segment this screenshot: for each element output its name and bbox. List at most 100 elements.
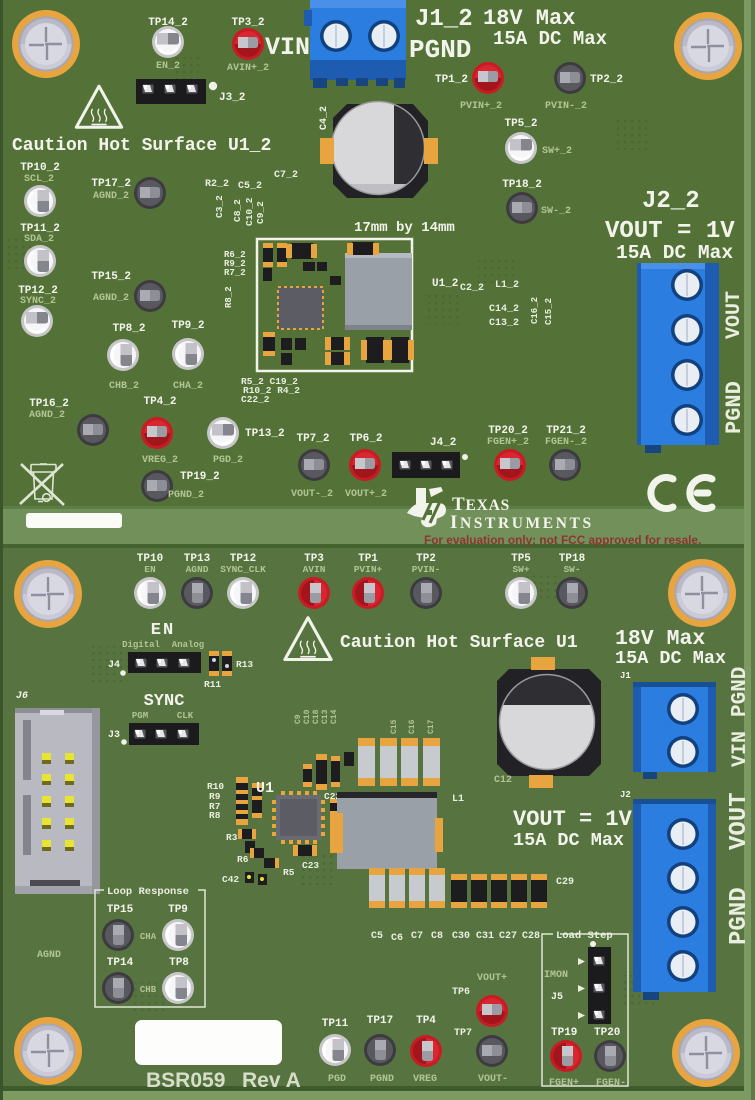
svg-text:PGD_2: PGD_2 — [213, 455, 243, 466]
svg-text:Caution Hot Surface U1_2: Caution Hot Surface U1_2 — [12, 136, 271, 156]
svg-text:TP2: TP2 — [416, 553, 436, 565]
svg-text:TP9: TP9 — [168, 904, 188, 916]
svg-text:AGND_2: AGND_2 — [29, 410, 65, 421]
svg-text:TP5_2: TP5_2 — [504, 118, 537, 130]
svg-text:C22_2: C22_2 — [241, 394, 270, 405]
svg-text:CHB_2: CHB_2 — [109, 381, 139, 392]
svg-text:IMON: IMON — [544, 970, 568, 981]
svg-text:CHA_2: CHA_2 — [173, 381, 203, 392]
svg-text:TP8_2: TP8_2 — [112, 323, 145, 335]
svg-text:J4: J4 — [108, 660, 120, 671]
svg-text:SYNC_2: SYNC_2 — [20, 296, 56, 307]
svg-text:SCL_2: SCL_2 — [24, 174, 54, 185]
svg-text:C8_2: C8_2 — [232, 199, 243, 222]
svg-text:TP15_2: TP15_2 — [91, 271, 131, 283]
svg-text:R8_2: R8_2 — [224, 286, 234, 308]
svg-text:R5_2 C19_2: R5_2 C19_2 — [241, 376, 298, 387]
svg-text:TP8: TP8 — [169, 957, 189, 969]
svg-text:FGEN+: FGEN+ — [549, 1078, 579, 1089]
svg-text:Caution Hot Surface U1: Caution Hot Surface U1 — [340, 633, 578, 653]
svg-text:TP14: TP14 — [107, 957, 134, 969]
svg-text:C10: C10 — [303, 709, 312, 724]
svg-text:VREG: VREG — [413, 1074, 437, 1085]
svg-text:CHB: CHB — [140, 985, 157, 995]
svg-text:J2_2: J2_2 — [642, 188, 700, 215]
svg-text:SDA_2: SDA_2 — [24, 234, 54, 245]
svg-text:15A DC Max: 15A DC Max — [493, 28, 607, 50]
svg-text:PGND: PGND — [726, 887, 753, 945]
svg-text:FGEN-_2: FGEN-_2 — [545, 437, 587, 448]
svg-text:EN: EN — [151, 621, 175, 640]
svg-text:PGM: PGM — [132, 711, 148, 721]
svg-text:C8: C8 — [431, 931, 443, 942]
svg-text:PGND: PGND — [409, 35, 471, 65]
svg-text:TP19: TP19 — [551, 1027, 577, 1039]
svg-text:15A DC Max: 15A DC Max — [513, 830, 624, 851]
svg-text:TP7: TP7 — [454, 1028, 472, 1039]
svg-text:J6: J6 — [16, 691, 28, 702]
svg-text:C18: C18 — [312, 709, 321, 724]
svg-text:AVIN+_2: AVIN+_2 — [227, 63, 269, 74]
svg-text:TP6: TP6 — [452, 987, 470, 998]
svg-text:TP12_2: TP12_2 — [18, 285, 58, 297]
svg-text:PGND: PGND — [370, 1074, 394, 1085]
svg-text:C22: C22 — [324, 791, 341, 802]
svg-text:TP13_2: TP13_2 — [245, 428, 285, 440]
svg-text:C17: C17 — [427, 719, 436, 734]
svg-text:Load Step: Load Step — [556, 930, 613, 942]
svg-text:C2_2: C2_2 — [460, 283, 484, 294]
svg-text:TP20: TP20 — [594, 1027, 620, 1039]
svg-text:C13: C13 — [321, 709, 330, 724]
svg-text:TP4: TP4 — [416, 1015, 436, 1027]
svg-text:TP10_2: TP10_2 — [20, 162, 60, 174]
svg-text:C5_2: C5_2 — [238, 181, 262, 192]
svg-text:C23: C23 — [302, 860, 319, 871]
svg-text:R7_2: R7_2 — [224, 268, 246, 278]
svg-text:R2_2: R2_2 — [205, 179, 229, 190]
svg-text:AGND: AGND — [186, 564, 209, 575]
svg-text:U1_2: U1_2 — [432, 278, 458, 290]
svg-text:TP17_2: TP17_2 — [91, 178, 131, 190]
svg-text:PVIN+: PVIN+ — [354, 564, 383, 575]
svg-text:Loop Response: Loop Response — [107, 886, 189, 898]
svg-text:EN_2: EN_2 — [156, 61, 180, 72]
svg-text:EN: EN — [144, 564, 156, 575]
svg-text:C27: C27 — [499, 931, 517, 942]
svg-text:VREG_2: VREG_2 — [142, 455, 178, 466]
svg-text:C14: C14 — [330, 709, 339, 724]
svg-text:C7_2: C7_2 — [274, 170, 298, 181]
svg-text:17mm by 14mm: 17mm by 14mm — [354, 220, 455, 236]
svg-text:For evaluation only; not FCC a: For evaluation only; not FCC approved fo… — [424, 533, 701, 547]
svg-text:VOUT-: VOUT- — [478, 1074, 508, 1085]
svg-text:R13: R13 — [236, 659, 253, 670]
svg-text:TP3_2: TP3_2 — [231, 17, 264, 29]
svg-text:TP20_2: TP20_2 — [488, 425, 528, 437]
svg-text:C6: C6 — [391, 933, 403, 944]
svg-text:R10: R10 — [207, 781, 224, 792]
svg-text:C10_2: C10_2 — [244, 197, 255, 226]
svg-text:PVIN-: PVIN- — [412, 564, 441, 575]
svg-text:SW+: SW+ — [512, 564, 529, 575]
svg-text:C5: C5 — [371, 931, 383, 942]
svg-text:15A DC Max: 15A DC Max — [615, 648, 726, 669]
svg-text:TP16_2: TP16_2 — [29, 398, 69, 410]
svg-text:VOUT: VOUT — [723, 291, 746, 339]
svg-text:SW+_2: SW+_2 — [542, 146, 572, 157]
svg-text:C3_2: C3_2 — [214, 195, 225, 218]
svg-text:TP5: TP5 — [511, 553, 531, 565]
svg-text:TEXAS: TEXAS — [452, 494, 510, 515]
svg-text:15A DC Max: 15A DC Max — [616, 242, 733, 264]
svg-text:AGND_2: AGND_2 — [93, 293, 129, 304]
svg-text:TP1_2: TP1_2 — [435, 74, 468, 86]
svg-text:VOUT = 1V: VOUT = 1V — [513, 807, 633, 832]
svg-text:TP4_2: TP4_2 — [143, 396, 176, 408]
svg-text:C42: C42 — [222, 874, 239, 885]
svg-text:VIN: VIN — [265, 33, 310, 62]
svg-text:C12: C12 — [494, 775, 512, 786]
svg-text:SYNC_CLK: SYNC_CLK — [220, 564, 266, 575]
svg-text:C4_2: C4_2 — [319, 106, 330, 130]
svg-text:FGEN-: FGEN- — [596, 1078, 626, 1089]
svg-text:VOUT+: VOUT+ — [477, 973, 507, 984]
svg-text:FGEN+_2: FGEN+_2 — [487, 437, 529, 448]
svg-text:CLK: CLK — [177, 711, 194, 721]
